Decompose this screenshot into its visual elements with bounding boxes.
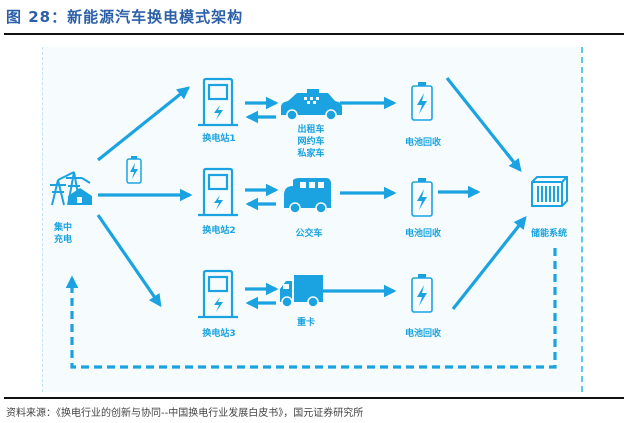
edge-storage-central-dashed — [65, 248, 557, 369]
recycle-battery-icon-1 — [411, 82, 433, 121]
bus-icon — [284, 178, 331, 214]
top-rule — [4, 33, 624, 35]
truck-label: 重卡 — [296, 318, 315, 328]
truck-icon — [280, 275, 323, 308]
bus-label: 公交车 — [295, 229, 323, 239]
swap-station-icon-1 — [198, 77, 238, 127]
storage-label: 储能系统 — [530, 229, 567, 239]
taxi-label-line3: 私家车 — [297, 149, 325, 159]
station2-label: 换电站2 — [202, 226, 236, 236]
recycle-battery-icon-3 — [411, 274, 433, 313]
swap-station-icon-3 — [198, 269, 238, 319]
edge-recycle1-storage — [445, 77, 522, 173]
central-charging-label: 集中 充电 — [54, 222, 72, 246]
station1-label: 换电站1 — [202, 134, 236, 144]
central-label-line1: 集中 — [54, 223, 73, 233]
central-label-line2: 充电 — [54, 235, 73, 245]
station3-label: 换电站3 — [202, 329, 236, 339]
recycle3-label: 电池回收 — [404, 329, 441, 339]
source-note: 资料来源：《换电行业的创新与协同--中国换电行业发展白皮书》，国元证券研究所 — [6, 408, 364, 419]
container-icon — [531, 176, 568, 207]
bottom-rule — [4, 397, 624, 399]
recycle-battery-icon-2 — [411, 178, 433, 217]
taxi-label-line2: 网约车 — [297, 137, 325, 147]
edge-central-station3 — [96, 214, 162, 308]
figure-title: 图 28：新能源汽车换电模式架构 — [6, 8, 244, 26]
edge-recycle3-storage — [451, 215, 527, 310]
recycle1-label: 电池回收 — [404, 138, 441, 148]
taxi-label: 出租车 网约车 私家车 — [290, 124, 332, 160]
transit-battery-icon — [126, 156, 142, 184]
edge-central-station1 — [97, 86, 190, 162]
taxi-label-line1: 出租车 — [297, 125, 325, 135]
power-grid-icon — [50, 171, 92, 206]
swap-station-icon-2 — [198, 167, 238, 217]
recycle2-label: 电池回收 — [404, 229, 441, 239]
taxi-icon — [281, 89, 342, 121]
